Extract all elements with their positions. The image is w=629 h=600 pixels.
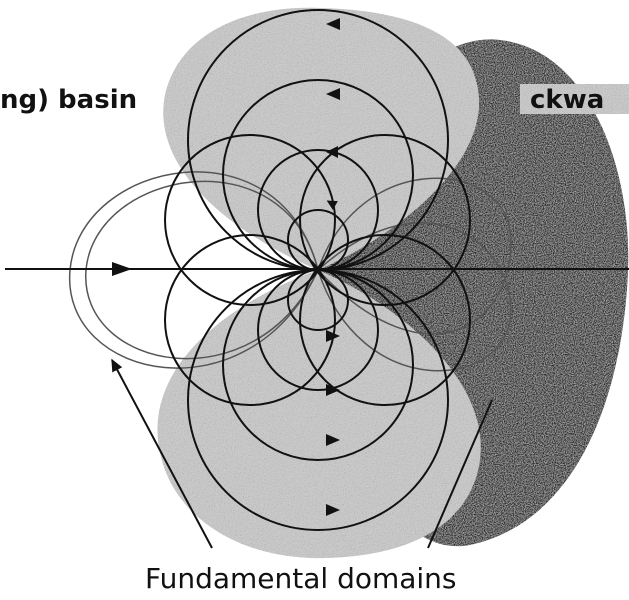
left-basin-label: ng) basin — [0, 85, 137, 115]
right-basin-label: ckwa — [530, 85, 604, 115]
axis-arrow-icon — [112, 262, 132, 276]
caption-label: Fundamental domains — [145, 562, 457, 595]
